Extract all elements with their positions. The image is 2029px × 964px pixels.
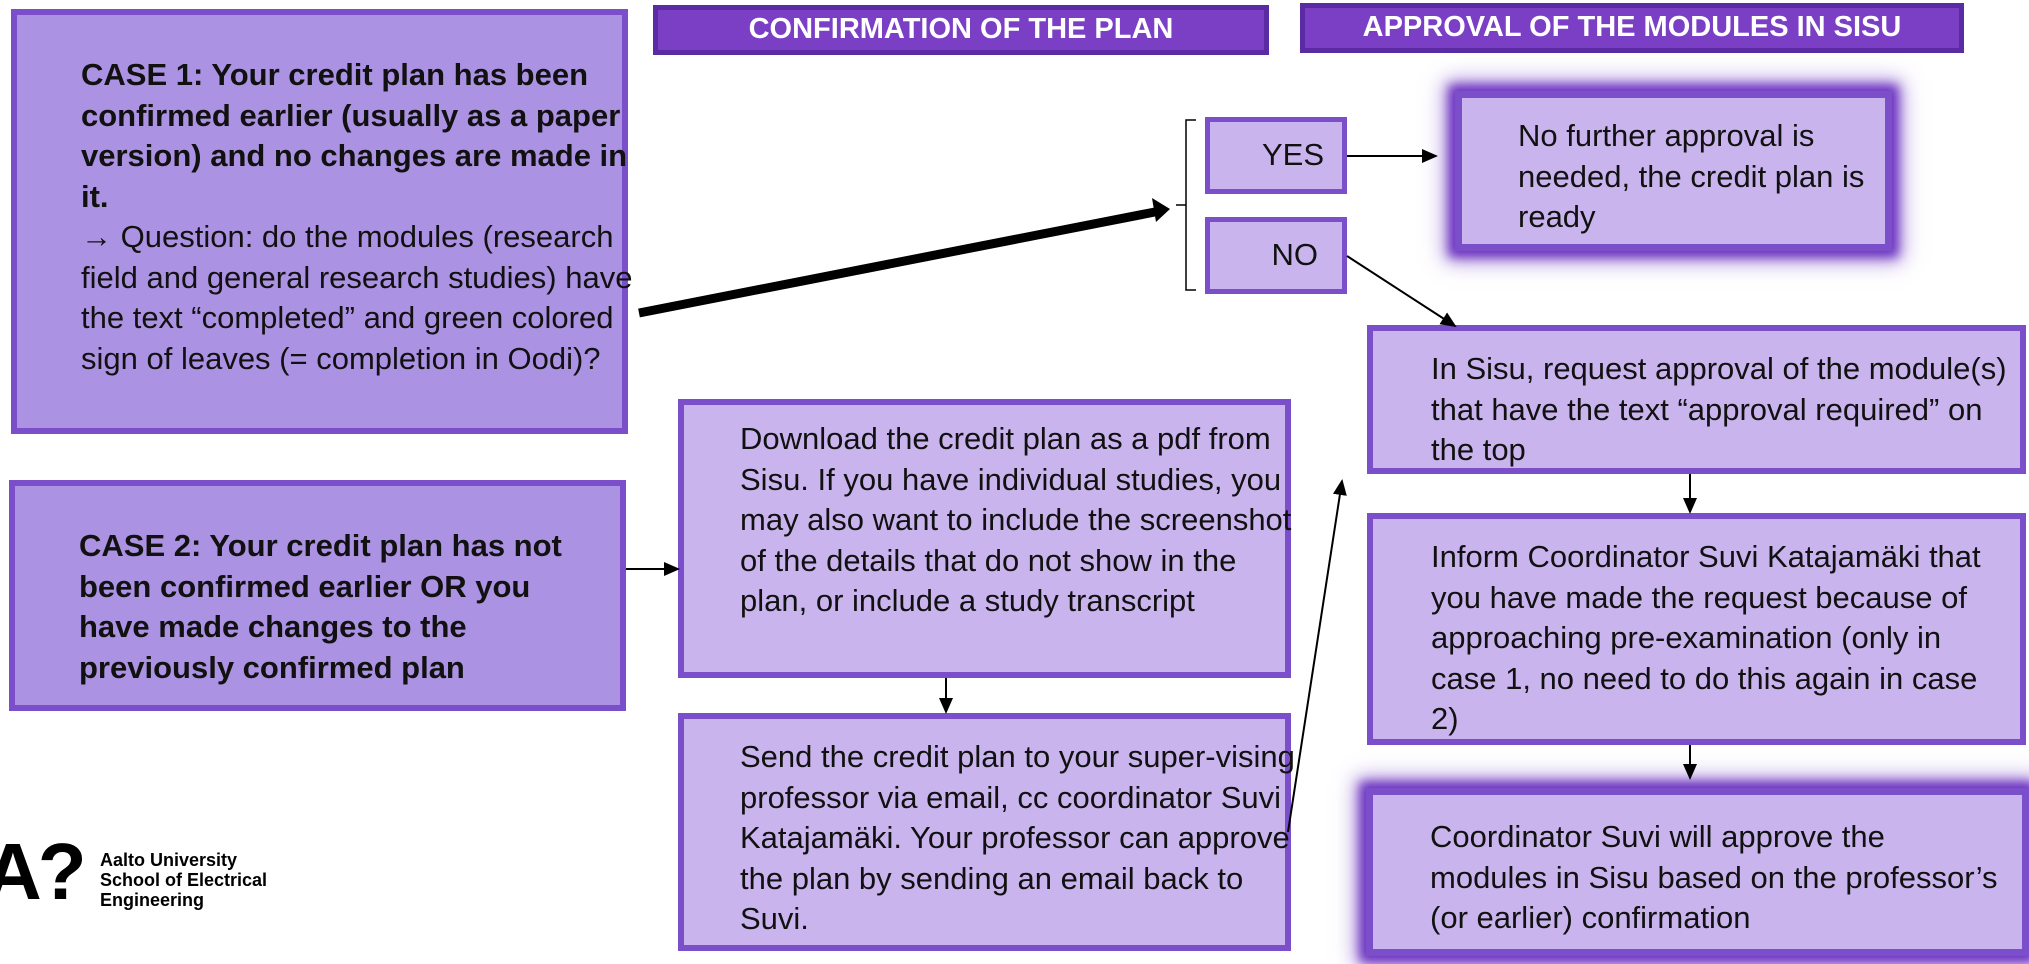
header-approval: APPROVAL OF THE MODULES IN SISU: [1300, 3, 1964, 53]
send-to-request-arrow: [1287, 479, 1347, 833]
download-step-box: Download the credit plan as a pdf from S…: [678, 399, 1291, 678]
header-approval-label: APPROVAL OF THE MODULES IN SISU: [1362, 11, 1902, 43]
case1-box: CASE 1: Your credit plan has been confir…: [11, 9, 632, 434]
aalto-logo-line3: Engineering: [100, 890, 205, 910]
case2-title: CASE 2: Your credit plan has not been co…: [79, 528, 562, 685]
send-step-box: Send the credit plan to your super-visin…: [678, 713, 1295, 951]
no-further-approval-text: No further approval is needed, the credi…: [1518, 118, 1865, 234]
yes-box: YES: [1205, 117, 1347, 194]
case1-to-question-arrow: [638, 206, 1161, 318]
no-arrow: [1346, 255, 1457, 328]
aalto-logo-line2: School of Electrical: [100, 870, 268, 890]
send-step-text: Send the credit plan to your super-visin…: [740, 739, 1295, 936]
yes-no-bracket: [1176, 119, 1196, 291]
header-confirmation-label: CONFIRMATION OF THE PLAN: [748, 13, 1174, 45]
case1-question: → Question: do the modules (research fie…: [81, 219, 633, 376]
aalto-logo-mark: A?: [0, 827, 87, 916]
header-confirmation: CONFIRMATION OF THE PLAN: [653, 5, 1269, 55]
inform-coordinator-text: Inform Coordinator Suvi Katajamäki that …: [1431, 539, 1981, 736]
case2-box: CASE 2: Your credit plan has not been co…: [9, 480, 626, 711]
yes-label: YES: [1261, 137, 1324, 172]
request-approval-box: In Sisu, request approval of the module(…: [1367, 325, 2026, 474]
no-further-approval-box: No further approval is needed, the credi…: [1455, 91, 1892, 251]
case1-title: CASE 1: Your credit plan has been confir…: [81, 57, 628, 214]
aalto-logo: A? Aalto University School of Electrical…: [0, 832, 330, 922]
coordinator-approval-text: Coordinator Suvi will approve the module…: [1430, 819, 1998, 935]
case1-arrowhead: [1152, 198, 1170, 222]
no-label: NO: [1271, 237, 1319, 272]
request-approval-text: In Sisu, request approval of the module(…: [1431, 351, 2007, 467]
coordinator-approval-box: Coordinator Suvi will approve the module…: [1366, 788, 2029, 956]
inform-coordinator-box: Inform Coordinator Suvi Katajamäki that …: [1367, 513, 2026, 745]
no-box: NO: [1205, 217, 1347, 294]
aalto-logo-text: Aalto University School of Electrical En…: [100, 850, 267, 910]
aalto-logo-line1: Aalto University: [100, 850, 238, 870]
download-step-text: Download the credit plan as a pdf from S…: [740, 421, 1292, 618]
